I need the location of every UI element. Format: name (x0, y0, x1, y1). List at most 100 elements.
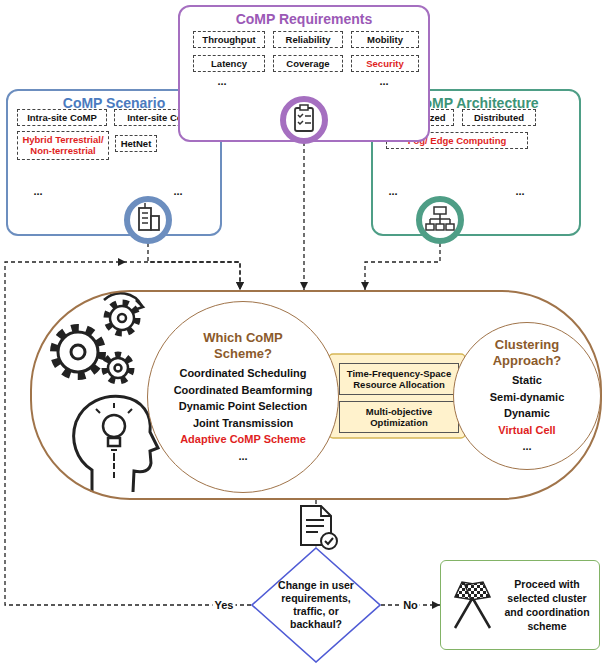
gears-illustration (54, 328, 102, 376)
scenario-item: HetNet (115, 135, 157, 152)
heading-text: Which CoMP Scheme? (186, 330, 300, 361)
item-text: Dynamic (504, 405, 550, 422)
item-text: Joint Transmission (193, 415, 293, 432)
heading-text: Coverage (276, 58, 340, 69)
edge-label: Yes (213, 599, 236, 611)
resource-panel (329, 354, 465, 438)
gears-illustration (71, 345, 85, 359)
heading-text: Security (354, 58, 416, 69)
ellipsis-label: ... (217, 75, 226, 87)
process-box: Time-Frequency-Space Resource Allocation (339, 363, 459, 395)
requirement-item: Reliability (273, 31, 343, 48)
gears-illustration (110, 306, 134, 330)
document-icon (306, 506, 331, 532)
clipboard-icon (283, 99, 325, 141)
requirement-item: Security (351, 55, 419, 72)
building-icon (151, 216, 159, 230)
heading-text: Proceed with selected cluster and coordi… (499, 577, 595, 634)
gears-illustration (74, 396, 158, 492)
scenario-item: Intra-site CoMP (17, 109, 107, 126)
network-icon (419, 199, 461, 241)
architecture-item: Distributed (462, 109, 536, 126)
heading-text: Hybrid Terrestrial/ Non-terrestrial (20, 134, 106, 157)
item-text: Semi-dynamic (490, 389, 565, 406)
item-text: Virtual Cell (498, 422, 555, 439)
requirement-item: Latency (193, 55, 265, 72)
network-icon (434, 207, 446, 214)
requirement-item: Mobility (351, 31, 419, 48)
network-icon (446, 224, 454, 230)
edge-label: No (401, 599, 420, 611)
heading-text: Intra-site CoMP (20, 112, 104, 123)
dashed-arrow (303, 142, 304, 290)
requirement-item: Throughput (193, 31, 265, 48)
resource-panel (329, 354, 465, 438)
process-box: Multi-objective Optimization (339, 401, 459, 433)
heading-text: Throughput (196, 34, 262, 45)
heading-text: Mobility (354, 34, 416, 45)
ellipsis-label: ... (388, 185, 397, 197)
item-text: Dynamic Point Selection (179, 398, 307, 415)
gears-illustration (118, 314, 126, 322)
scenario-item: Hybrid Terrestrial/ Non-terrestrial (17, 131, 109, 160)
clustering-circle: Clustering Approach? StaticSemi-dynamicDy… (453, 322, 601, 470)
building-icon (127, 199, 169, 241)
network-icon (430, 214, 450, 224)
gears-illustration (134, 300, 143, 310)
gears-illustration (103, 415, 125, 437)
heading-text: Time-Frequency-Space Resource Allocation (343, 368, 455, 391)
network-icon (436, 224, 444, 230)
dashed-arrow (365, 236, 440, 290)
clipboard-icon (300, 105, 308, 110)
document-icon (321, 533, 337, 549)
item-text: Coordinated Beamforming (174, 382, 313, 399)
clipboard-icon (298, 114, 311, 124)
decision-band: Which CoMP Scheme? Coordinated Scheduling… (30, 290, 602, 500)
heading-text: Change in user requirements, traffic, or… (275, 579, 357, 632)
building-icon (139, 208, 151, 230)
ellipsis-label: ... (515, 185, 524, 197)
end-box: Proceed with selected cluster and coordi… (440, 560, 600, 650)
gears-illustration (108, 438, 120, 446)
clipboard-icon (295, 108, 313, 131)
gears-illustration (108, 358, 128, 378)
document-icon (325, 538, 333, 544)
text-area: Proceed with selected cluster and coordi… (499, 561, 595, 649)
building-icon (127, 199, 169, 241)
requirement-item: Coverage (273, 55, 343, 72)
ellipsis-label: ... (379, 75, 388, 87)
gears-illustration (115, 365, 122, 372)
dashed-arrow (148, 236, 240, 290)
network-icon (419, 199, 461, 241)
dashed-arrow (365, 236, 440, 290)
gears-illustration (111, 450, 117, 478)
heading-text: Clustering Approach? (483, 337, 571, 368)
document-icon (301, 506, 337, 549)
text-area: Change in user requirements, traffic, or… (251, 547, 381, 663)
gears-illustration (96, 403, 132, 413)
item-text: ... (522, 438, 531, 455)
heading-text: HetNet (118, 138, 154, 149)
heading-text: Multi-objective Optimization (343, 406, 455, 429)
arrowhead (118, 258, 126, 266)
gears-illustration (105, 355, 131, 381)
dashed-arrow (148, 236, 240, 290)
heading-text: Reliability (276, 34, 340, 45)
building-icon (142, 203, 148, 223)
heading-text: Latency (196, 58, 262, 69)
item-text: ... (238, 448, 247, 465)
gears-illustration (58, 332, 98, 372)
item-text: Static (512, 372, 542, 389)
ellipsis-label: ... (173, 185, 182, 197)
scheme-circle: Which CoMP Scheme? Coordinated Scheduling… (147, 301, 339, 493)
dashed-arrow (304, 142, 305, 290)
ellipsis-label: ... (33, 185, 42, 197)
gears-illustration (104, 293, 142, 306)
diamond-outline (252, 548, 380, 662)
decision-diamond: Change in user requirements, traffic, or… (251, 547, 381, 663)
item-text: Adaptive CoMP Scheme (180, 431, 306, 448)
item-text: Coordinated Scheduling (179, 365, 306, 382)
gears-illustration (54, 293, 158, 492)
